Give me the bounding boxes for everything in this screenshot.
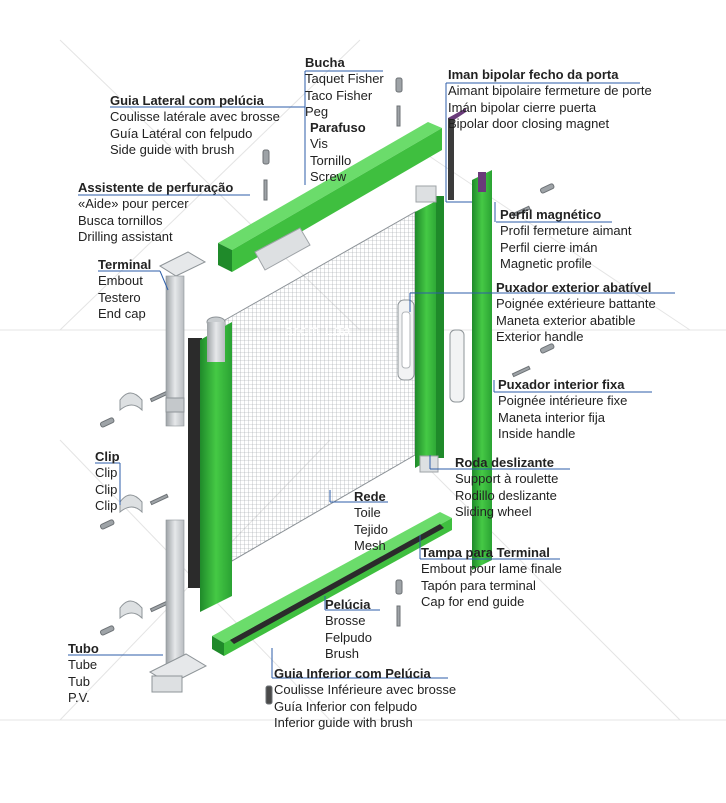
label-parafuso-line-1: Vis xyxy=(310,136,328,152)
label-pelucia-line-1: Brosse xyxy=(325,613,366,629)
label-roda-title: Roda deslizante xyxy=(455,455,554,470)
label-clip: Clip Clip Clip Clip xyxy=(95,449,120,515)
label-tampa-title: Tampa para Terminal xyxy=(421,545,550,560)
label-tubo-line-1: Tube xyxy=(68,657,98,673)
label-tubo-title: Tubo xyxy=(68,641,99,656)
label-puxador-ext: Puxador exterior abatível Poignée extéri… xyxy=(496,280,656,346)
label-assistente: Assistente de perfuração «Aide» pour per… xyxy=(78,180,233,246)
label-pelucia: Pelúcia Brosse Felpudo Brush xyxy=(325,597,372,663)
label-bucha-title: Bucha xyxy=(305,55,345,70)
magnetic-profile xyxy=(448,108,492,570)
label-perfil-title: Perfil magnético xyxy=(500,207,602,222)
label-pelucia-title: Pelúcia xyxy=(325,597,371,612)
label-guia-lateral-title: Guia Lateral com pelúcia xyxy=(110,93,264,108)
label-assistente-title: Assistente de perfuração xyxy=(78,180,234,195)
terminal-and-upper-tube xyxy=(158,251,207,427)
label-puxador-int-line-2: Maneta interior fija xyxy=(498,409,605,425)
label-puxador-int-title: Puxador interior fixa xyxy=(498,377,625,392)
label-guia-lateral-line-1: Coulisse latérale avec brosse xyxy=(110,109,280,125)
label-bucha: Bucha Taquet Fisher Taco Fisher Peg xyxy=(305,55,384,121)
label-guia-lateral: Guia Lateral com pelúcia Coulisse latéra… xyxy=(110,93,280,159)
label-terminal: Terminal Embout Testero End cap xyxy=(98,257,151,323)
label-parafuso-line-3: Screw xyxy=(310,169,347,185)
label-tubo-line-3: P.V. xyxy=(68,690,90,706)
lower-tube xyxy=(148,519,208,693)
label-puxador-int-line-1: Poignée intérieure fixe xyxy=(498,393,628,409)
label-terminal-line-3: End cap xyxy=(98,306,146,322)
exterior-handle xyxy=(397,299,415,381)
sliding-profile xyxy=(415,185,444,473)
label-bucha-line-1: Taquet Fisher xyxy=(305,71,384,87)
label-puxador-ext-title: Puxador exterior abatível xyxy=(496,280,652,295)
label-puxador-int: Puxador interior fixa Poignée intérieure… xyxy=(498,377,627,443)
label-iman-line-2: Imán bipolar cierre puerta xyxy=(448,99,597,115)
label-puxador-int-line-3: Inside handle xyxy=(498,426,576,442)
label-assistente-line-2: Busca tornillos xyxy=(78,212,163,228)
label-terminal-line-1: Embout xyxy=(98,273,143,289)
top-side-guide xyxy=(218,122,442,272)
label-tampa-line-2: Tapón para terminal xyxy=(421,577,536,593)
label-assistente-line-3: Drilling assistant xyxy=(78,229,173,245)
label-iman-title: Iman bipolar fecho da porta xyxy=(448,67,619,82)
label-rede-title: Rede xyxy=(354,489,386,504)
label-perfil: Perfil magnético Profil fermeture aimant… xyxy=(500,207,632,273)
label-guia-inferior-line-3: Inferior guide with brush xyxy=(274,715,413,731)
label-guia-inferior-line-1: Coulisse Inférieure avec brosse xyxy=(274,682,457,698)
label-tubo: Tubo Tube Tub P.V. xyxy=(68,641,99,707)
label-clip-title: Clip xyxy=(95,449,120,464)
label-tampa: Tampa para Terminal Embout pour lame fin… xyxy=(421,545,562,611)
fasteners xyxy=(99,77,555,705)
leader-lines xyxy=(68,70,675,679)
label-terminal-title: Terminal xyxy=(98,257,152,272)
label-clip-line-1: Clip xyxy=(95,465,118,481)
label-parafuso: Parafuso Vis Tornillo Screw xyxy=(310,120,366,186)
label-rede-line-3: Mesh xyxy=(354,538,386,554)
label-guia-inferior: Guia Inferior com Pelúcia Coulisse Infér… xyxy=(274,666,456,732)
bottom-guide xyxy=(212,512,452,656)
label-roda-line-3: Sliding wheel xyxy=(455,504,532,520)
label-rede: Rede Toile Tejido Mesh xyxy=(354,489,388,555)
label-rede-line-1: Toile xyxy=(354,505,381,521)
label-perfil-line-2: Perfil cierre imán xyxy=(500,239,598,255)
label-puxador-ext-line-2: Maneta exterior abatible xyxy=(496,312,636,328)
label-perfil-line-1: Profil fermeture aimant xyxy=(500,223,632,239)
label-iman: Iman bipolar fecho da porta Aimant bipol… xyxy=(448,67,652,133)
label-roda: Roda deslizante Support à roulette Rodil… xyxy=(455,455,558,521)
label-puxador-ext-line-1: Poignée extérieure battante xyxy=(496,296,656,312)
label-tampa-line-1: Embout pour lame finale xyxy=(421,561,562,577)
label-pelucia-line-2: Felpudo xyxy=(325,629,372,645)
label-assistente-line-1: «Aide» pour percer xyxy=(78,196,189,212)
label-clip-line-2: Clip xyxy=(95,481,118,497)
label-puxador-ext-line-3: Exterior handle xyxy=(496,329,584,345)
label-tampa-line-3: Cap for end guide xyxy=(421,594,525,610)
label-parafuso-line-2: Tornillo xyxy=(310,152,352,168)
label-terminal-line-2: Testero xyxy=(98,289,141,305)
label-perfil-line-3: Magnetic profile xyxy=(500,256,592,272)
clips xyxy=(119,392,143,620)
label-pelucia-line-3: Brush xyxy=(325,646,359,662)
label-rede-line-2: Tejido xyxy=(354,521,388,537)
label-parafuso-title: Parafuso xyxy=(310,120,366,135)
inside-handle xyxy=(449,329,465,403)
label-roda-line-2: Rodillo deslizante xyxy=(455,487,557,503)
label-bucha-line-3: Peg xyxy=(305,104,329,120)
label-guia-lateral-line-2: Guía Latéral con felpudo xyxy=(110,125,253,141)
label-iman-line-3: Bipolar door closing magnet xyxy=(448,116,610,132)
label-iman-line-1: Aimant bipolaire fermeture de porte xyxy=(448,83,652,99)
label-tubo-line-2: Tub xyxy=(68,673,90,689)
watermark-text: arcm.Lda xyxy=(285,322,352,338)
label-guia-inferior-line-2: Guía Inferior con felpudo xyxy=(274,698,418,714)
label-clip-line-3: Clip xyxy=(95,498,118,514)
label-guia-lateral-line-3: Side guide with brush xyxy=(110,142,235,158)
roller-housing xyxy=(188,316,232,612)
label-bucha-line-2: Taco Fisher xyxy=(305,87,373,103)
label-guia-inferior-title: Guia Inferior com Pelúcia xyxy=(274,666,431,681)
label-roda-line-1: Support à roulette xyxy=(455,471,559,487)
